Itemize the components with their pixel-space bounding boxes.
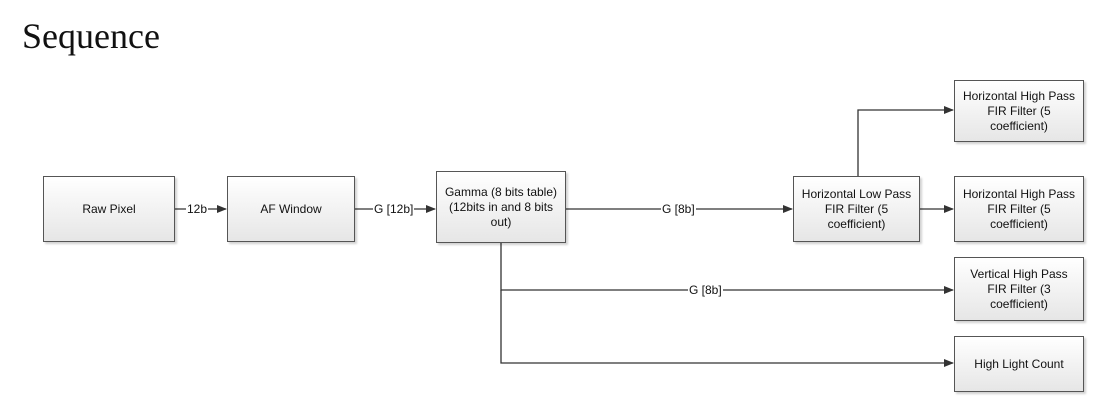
high-light-count-label: High Light Count: [974, 356, 1064, 371]
horizontal-high-pass-mid-label: Horizontal High Pass FIR Filter (5 coeff…: [962, 186, 1076, 231]
page-title: Sequence: [22, 16, 160, 56]
vertical-high-pass-label: Vertical High Pass FIR Filter (3 coeffic…: [970, 266, 1068, 311]
raw-pixel-block: Raw Pixel: [43, 176, 175, 242]
arrow-gamma-to-highlight: [500, 290, 954, 367]
horizontal-low-pass-label: Horizontal Low Pass FIR Filter (5 coeffi…: [801, 186, 912, 231]
vertical-high-pass-block: Vertical High Pass FIR Filter (3 coeffic…: [954, 257, 1084, 321]
af-window-label: AF Window: [260, 201, 322, 216]
horizontal-low-pass-block: Horizontal Low Pass FIR Filter (5 coeffi…: [793, 176, 920, 242]
gamma-label: Gamma (8 bits table) (12bits in and 8 bi…: [444, 184, 558, 229]
edge-label-gamma-to-vhp: G [8b]: [688, 283, 723, 297]
af-window-block: AF Window: [227, 176, 355, 242]
horizontal-high-pass-mid-block: Horizontal High Pass FIR Filter (5 coeff…: [954, 176, 1084, 242]
raw-pixel-label: Raw Pixel: [82, 201, 136, 216]
edge-label-af-to-gamma: G [12b]: [373, 202, 415, 216]
horizontal-high-pass-top-block: Horizontal High Pass FIR Filter (5 coeff…: [954, 80, 1084, 142]
arrow-gamma-to-vhp: [500, 242, 954, 294]
gamma-block: Gamma (8 bits table) (12bits in and 8 bi…: [436, 171, 566, 243]
edge-label-gamma-to-hlp: G [8b]: [661, 202, 696, 216]
horizontal-high-pass-top-label: Horizontal High Pass FIR Filter (5 coeff…: [962, 88, 1076, 133]
edge-label-raw-to-af: 12b: [186, 202, 209, 216]
high-light-count-block: High Light Count: [954, 336, 1084, 392]
arrow-hlp-to-hhp-top: [857, 106, 954, 176]
